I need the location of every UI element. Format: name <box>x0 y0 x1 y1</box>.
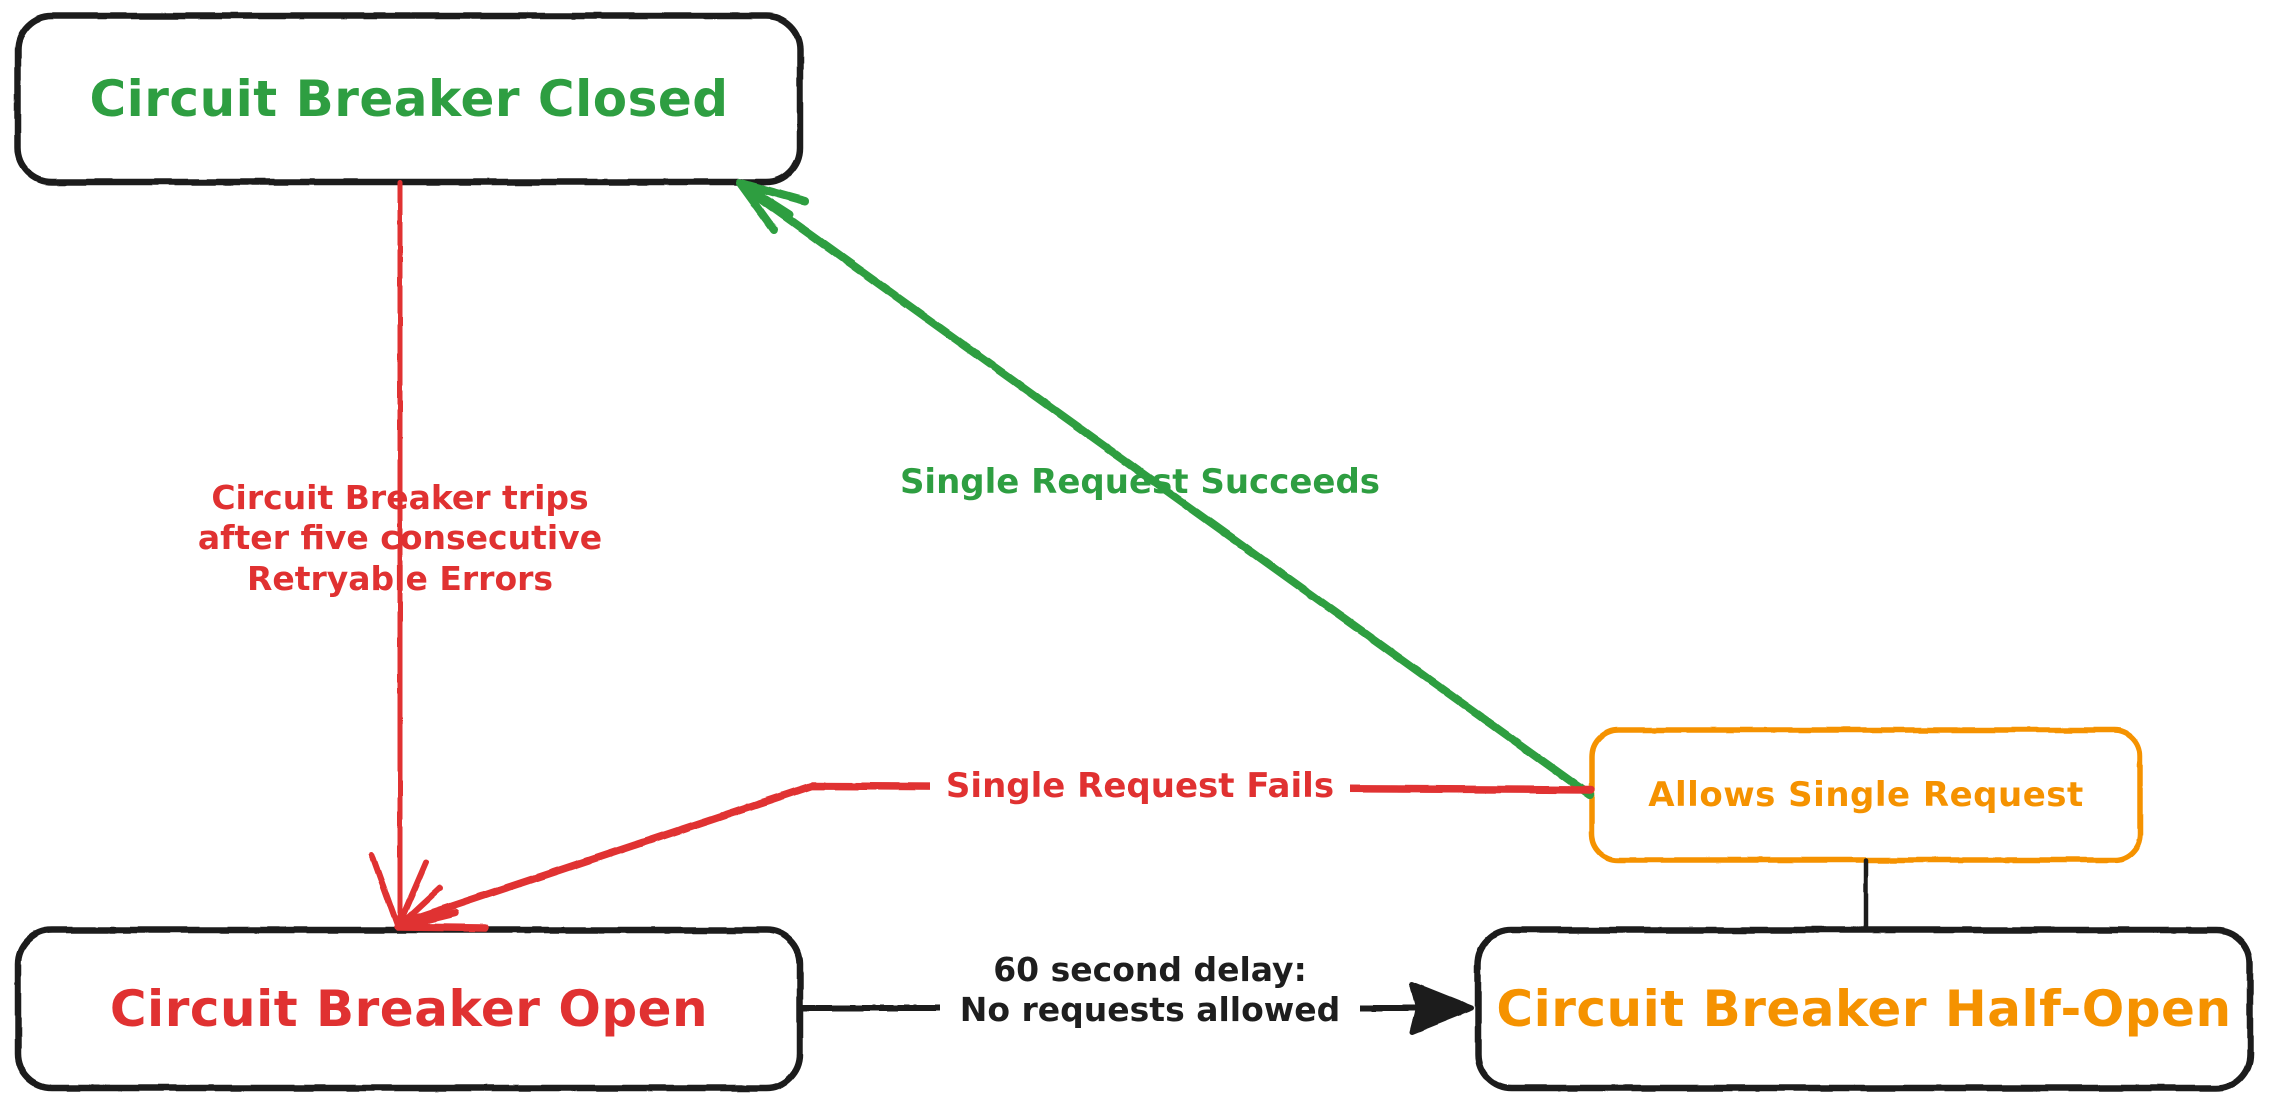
node-box-allows-single-request[interactable] <box>1589 727 2143 863</box>
node-box-open[interactable] <box>14 926 804 1092</box>
edge-allows-to-open-arrowhead <box>394 909 489 932</box>
node-box-half-open[interactable] <box>1474 926 2254 1092</box>
node-box-closed[interactable] <box>14 12 804 186</box>
edge-open-to-half-open-arrowhead <box>1409 981 1475 1035</box>
edge-allows-to-closed-arrowhead <box>736 179 809 234</box>
edge-allows-to-open-line <box>400 782 1594 926</box>
edge-allows-to-closed-line <box>744 186 1594 799</box>
